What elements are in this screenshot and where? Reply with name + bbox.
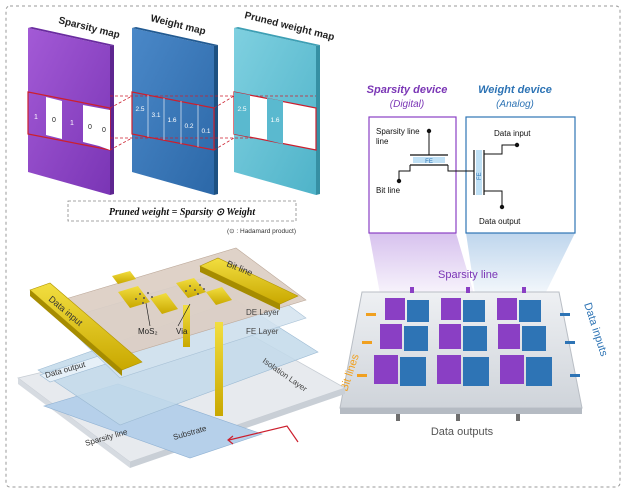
array-row-1 bbox=[385, 298, 541, 322]
sparsity-device-box: Sparsity line line FE Bit line bbox=[368, 116, 457, 234]
sparsity-device-title: Sparsity device bbox=[367, 84, 448, 96]
weight-cell-4: 0.2 bbox=[184, 123, 193, 130]
via-pillar bbox=[215, 322, 223, 416]
weight-device-box: FE Data input Data output bbox=[456, 116, 576, 234]
outer-frame bbox=[5, 5, 621, 488]
equation-text: Pruned weight = Sparsity ⊙ Weight bbox=[109, 207, 256, 218]
data-output-pins bbox=[396, 414, 520, 421]
array-cell-sparsity bbox=[380, 324, 402, 349]
array-cell-weight bbox=[407, 300, 429, 322]
array-cell-weight bbox=[463, 326, 487, 351]
weight-fe-label: FE bbox=[477, 172, 483, 180]
crossbar-array: Sparsity line bbox=[338, 269, 609, 438]
array-cell-sparsity bbox=[497, 298, 517, 320]
sparsity-fe-label: FE bbox=[425, 159, 433, 165]
array-cell-sparsity bbox=[441, 298, 461, 320]
sparsity-device-subtitle: (Digital) bbox=[390, 99, 424, 110]
array-cell-sparsity bbox=[385, 298, 405, 320]
array-cell-weight bbox=[463, 357, 489, 386]
array-data-outputs-label: Data outputs bbox=[431, 426, 494, 438]
sparsity-map: Sparsity map bbox=[28, 15, 121, 195]
weight-cell-1: 2.5 bbox=[135, 106, 144, 113]
sparsity-cell-4: 0 bbox=[88, 124, 92, 131]
data-output-label: Data output bbox=[479, 217, 521, 226]
array-cell-weight bbox=[404, 326, 428, 351]
stack-fe-layer-label: FE Layer bbox=[246, 327, 279, 336]
red-arrow bbox=[227, 425, 299, 445]
data-input-label: Data input bbox=[494, 129, 531, 138]
bit-line-pins bbox=[357, 313, 376, 377]
weight-device-title: Weight device bbox=[478, 84, 552, 96]
stack-de-layer-label: DE Layer bbox=[246, 308, 280, 317]
device-headings: Sparsity device (Digital) Weight device … bbox=[367, 84, 552, 110]
weight-cell-2: 3.1 bbox=[151, 112, 160, 119]
data-input-pins bbox=[560, 313, 580, 377]
array-cell-sparsity bbox=[500, 355, 524, 384]
stack-via-label: Via bbox=[176, 327, 188, 336]
sparsity-cell-5: 0 bbox=[102, 127, 106, 134]
sparsity-line-label: Sparsity line bbox=[376, 127, 420, 136]
sparsity-line-pins bbox=[410, 287, 526, 293]
bit-line-label: Bit line bbox=[376, 186, 401, 195]
array-sparsity-line-label: Sparsity line bbox=[438, 269, 498, 281]
pruned-cell-3: 1.6 bbox=[270, 117, 279, 124]
weight-cell-3: 1.6 bbox=[167, 117, 176, 124]
array-cell-weight bbox=[519, 300, 541, 322]
pruned-cell-1: 2.5 bbox=[237, 106, 246, 113]
sparsity-cells: 1 0 1 0 0 bbox=[27, 91, 111, 151]
weight-cell-5: 0.1 bbox=[201, 128, 210, 135]
hadamard-equation: Pruned weight = Sparsity ⊙ Weight (⊙ : H… bbox=[67, 200, 297, 235]
weight-cells: 2.5 3.1 1.6 0.2 0.1 bbox=[131, 91, 215, 151]
sparsity-cell-2: 0 bbox=[52, 117, 56, 124]
mos2-channel bbox=[135, 284, 205, 304]
layer-stack: Bit line Data input MoS₂ Via DE Layer FE… bbox=[17, 247, 346, 468]
sparsity-cell-1: 1 bbox=[34, 114, 38, 121]
array-cell-sparsity bbox=[498, 324, 520, 349]
array-cell-sparsity bbox=[439, 324, 461, 349]
array-cell-sparsity bbox=[374, 355, 398, 384]
array-cell-weight bbox=[526, 357, 552, 386]
array-cell-weight bbox=[400, 357, 426, 386]
array-row-3 bbox=[374, 355, 552, 386]
sparsity-cell-3: 1 bbox=[70, 120, 74, 127]
array-data-inputs-label: Data inputs bbox=[581, 301, 610, 358]
sparsity-projection bbox=[369, 233, 474, 294]
sparsity-line-label-2: line bbox=[376, 137, 389, 146]
weight-map: Weight map bbox=[132, 13, 218, 195]
equation-note: (⊙ : Hadamard product) bbox=[227, 228, 296, 235]
array-cell-weight bbox=[522, 326, 546, 351]
pruned-cells: 2.5 1.6 bbox=[233, 91, 317, 151]
array-cell-weight bbox=[463, 300, 485, 322]
array-row-2 bbox=[380, 324, 546, 351]
stack-mos2-label: MoS₂ bbox=[138, 327, 158, 336]
weight-projection bbox=[466, 233, 575, 294]
weight-device-subtitle: (Analog) bbox=[496, 99, 534, 110]
array-cell-sparsity bbox=[437, 355, 461, 384]
